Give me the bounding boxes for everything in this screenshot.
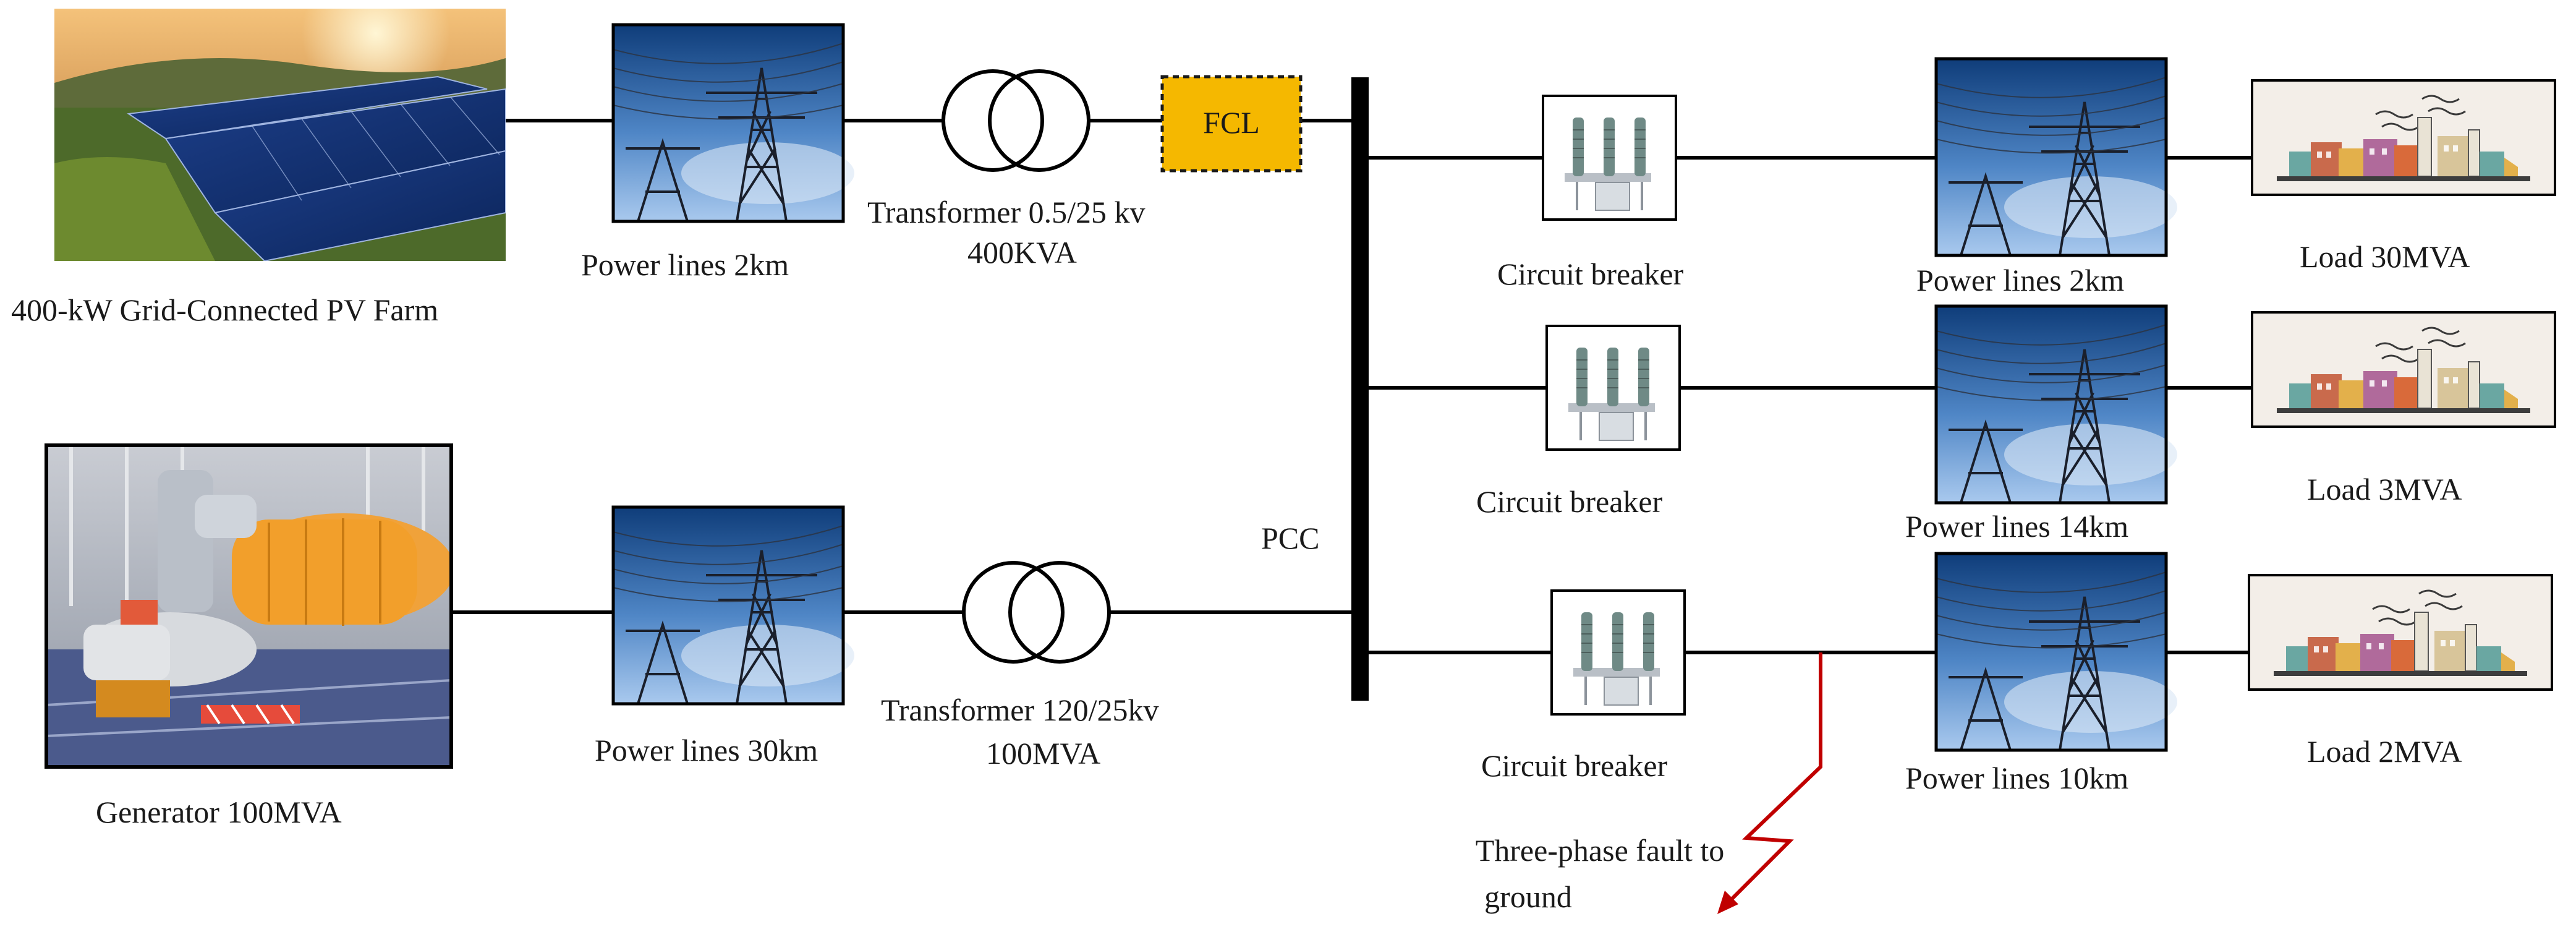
feeder-1-power-lines-label: Power lines 2km bbox=[1916, 263, 2124, 297]
fault-label-2: ground bbox=[1484, 879, 1572, 914]
feeder-2-power-lines-label: Power lines 14km bbox=[1905, 509, 2128, 544]
pcc-busbar bbox=[1351, 77, 1369, 701]
top-transformer-label-2: 400KVA bbox=[967, 235, 1077, 270]
generator-photo bbox=[45, 443, 453, 769]
pv-farm-label: 400-kW Grid-Connected PV Farm bbox=[11, 293, 438, 327]
tower-photo-top-source bbox=[611, 23, 856, 223]
circuit-breaker-photo-2 bbox=[1545, 325, 1681, 451]
pcc-label: PCC bbox=[1261, 521, 1320, 555]
tower-photo-feeder-3 bbox=[1934, 552, 2179, 752]
circuit-breaker-photo-3 bbox=[1550, 589, 1686, 716]
factory-icon-load-3 bbox=[2248, 574, 2553, 691]
feeder-3-load-label: Load 2MVA bbox=[2307, 734, 2462, 769]
top-power-lines-label: Power lines 2km bbox=[581, 247, 789, 282]
lightning-fault-icon bbox=[1717, 652, 1822, 914]
feeder-2-load-label: Load 3MVA bbox=[2307, 472, 2462, 507]
circuit-breaker-photo-1 bbox=[1542, 95, 1677, 221]
generator-label: Generator 100MVA bbox=[96, 795, 342, 829]
factory-icon-load-2 bbox=[2251, 311, 2556, 428]
feeder-3-power-lines-label: Power lines 10km bbox=[1905, 761, 2128, 795]
transformer-symbol-bottom bbox=[964, 563, 1109, 662]
feeder-1-load-label: Load 30MVA bbox=[2300, 239, 2470, 274]
fcl-box: FCL bbox=[1160, 75, 1303, 173]
feeder-2-breaker-label: Circuit breaker bbox=[1476, 484, 1663, 519]
bottom-power-lines-label: Power lines 30km bbox=[595, 733, 818, 767]
transformer-symbol-top bbox=[943, 71, 1089, 170]
tower-photo-feeder-1 bbox=[1934, 57, 2179, 257]
fault-label-1: Three-phase fault to bbox=[1476, 833, 1725, 868]
wiring bbox=[451, 119, 2252, 654]
bottom-transformer-label-2: 100MVA bbox=[986, 736, 1100, 771]
top-transformer-label-1: Transformer 0.5/25 kv bbox=[867, 195, 1146, 229]
tower-photo-feeder-2 bbox=[1934, 304, 2179, 505]
factory-icon-load-1 bbox=[2251, 79, 2556, 196]
feeder-3-breaker-label: Circuit breaker bbox=[1481, 748, 1668, 783]
pv-farm-photo bbox=[54, 9, 506, 261]
tower-photo-bottom-source bbox=[611, 505, 856, 706]
feeder-1-breaker-label: Circuit breaker bbox=[1497, 257, 1684, 291]
fcl-label: FCL bbox=[1203, 105, 1260, 140]
bottom-transformer-label-1: Transformer 120/25kv bbox=[881, 693, 1159, 727]
